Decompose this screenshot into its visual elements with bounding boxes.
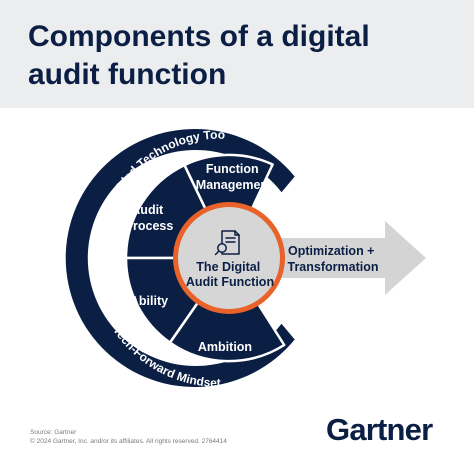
title-line-1: Components of a digital	[28, 20, 370, 53]
outer-ring	[65, 129, 295, 388]
core-label: The Digital Audit Function	[186, 260, 274, 289]
label-ability: Ability	[130, 294, 168, 308]
footer-source-line: Source: Gartner	[30, 429, 77, 436]
footer-source: Source: Gartner © 2024 Gartner, Inc. and…	[30, 428, 227, 446]
page-title: Components of a digital audit function	[28, 18, 448, 94]
label-audit-process: Audit Process	[125, 203, 174, 233]
optimization-arrow	[246, 221, 426, 295]
title-line-2: audit function	[28, 58, 227, 91]
footer-copyright-line: © 2024 Gartner, Inc. and/or its affiliat…	[30, 438, 227, 445]
arrow-label: Optimization + Transformation	[288, 244, 379, 274]
header-band: Components of a digital audit function	[0, 0, 474, 108]
core-circle-inner	[178, 207, 280, 309]
label-ambition: Ambition	[198, 340, 252, 354]
document-search-icon	[214, 230, 240, 256]
label-function-management: Function Management	[196, 162, 273, 192]
digital-audit-diagram: Embedded Technology Tools Tech-Forward M…	[0, 108, 426, 390]
gartner-logo: Gartner	[326, 412, 433, 447]
